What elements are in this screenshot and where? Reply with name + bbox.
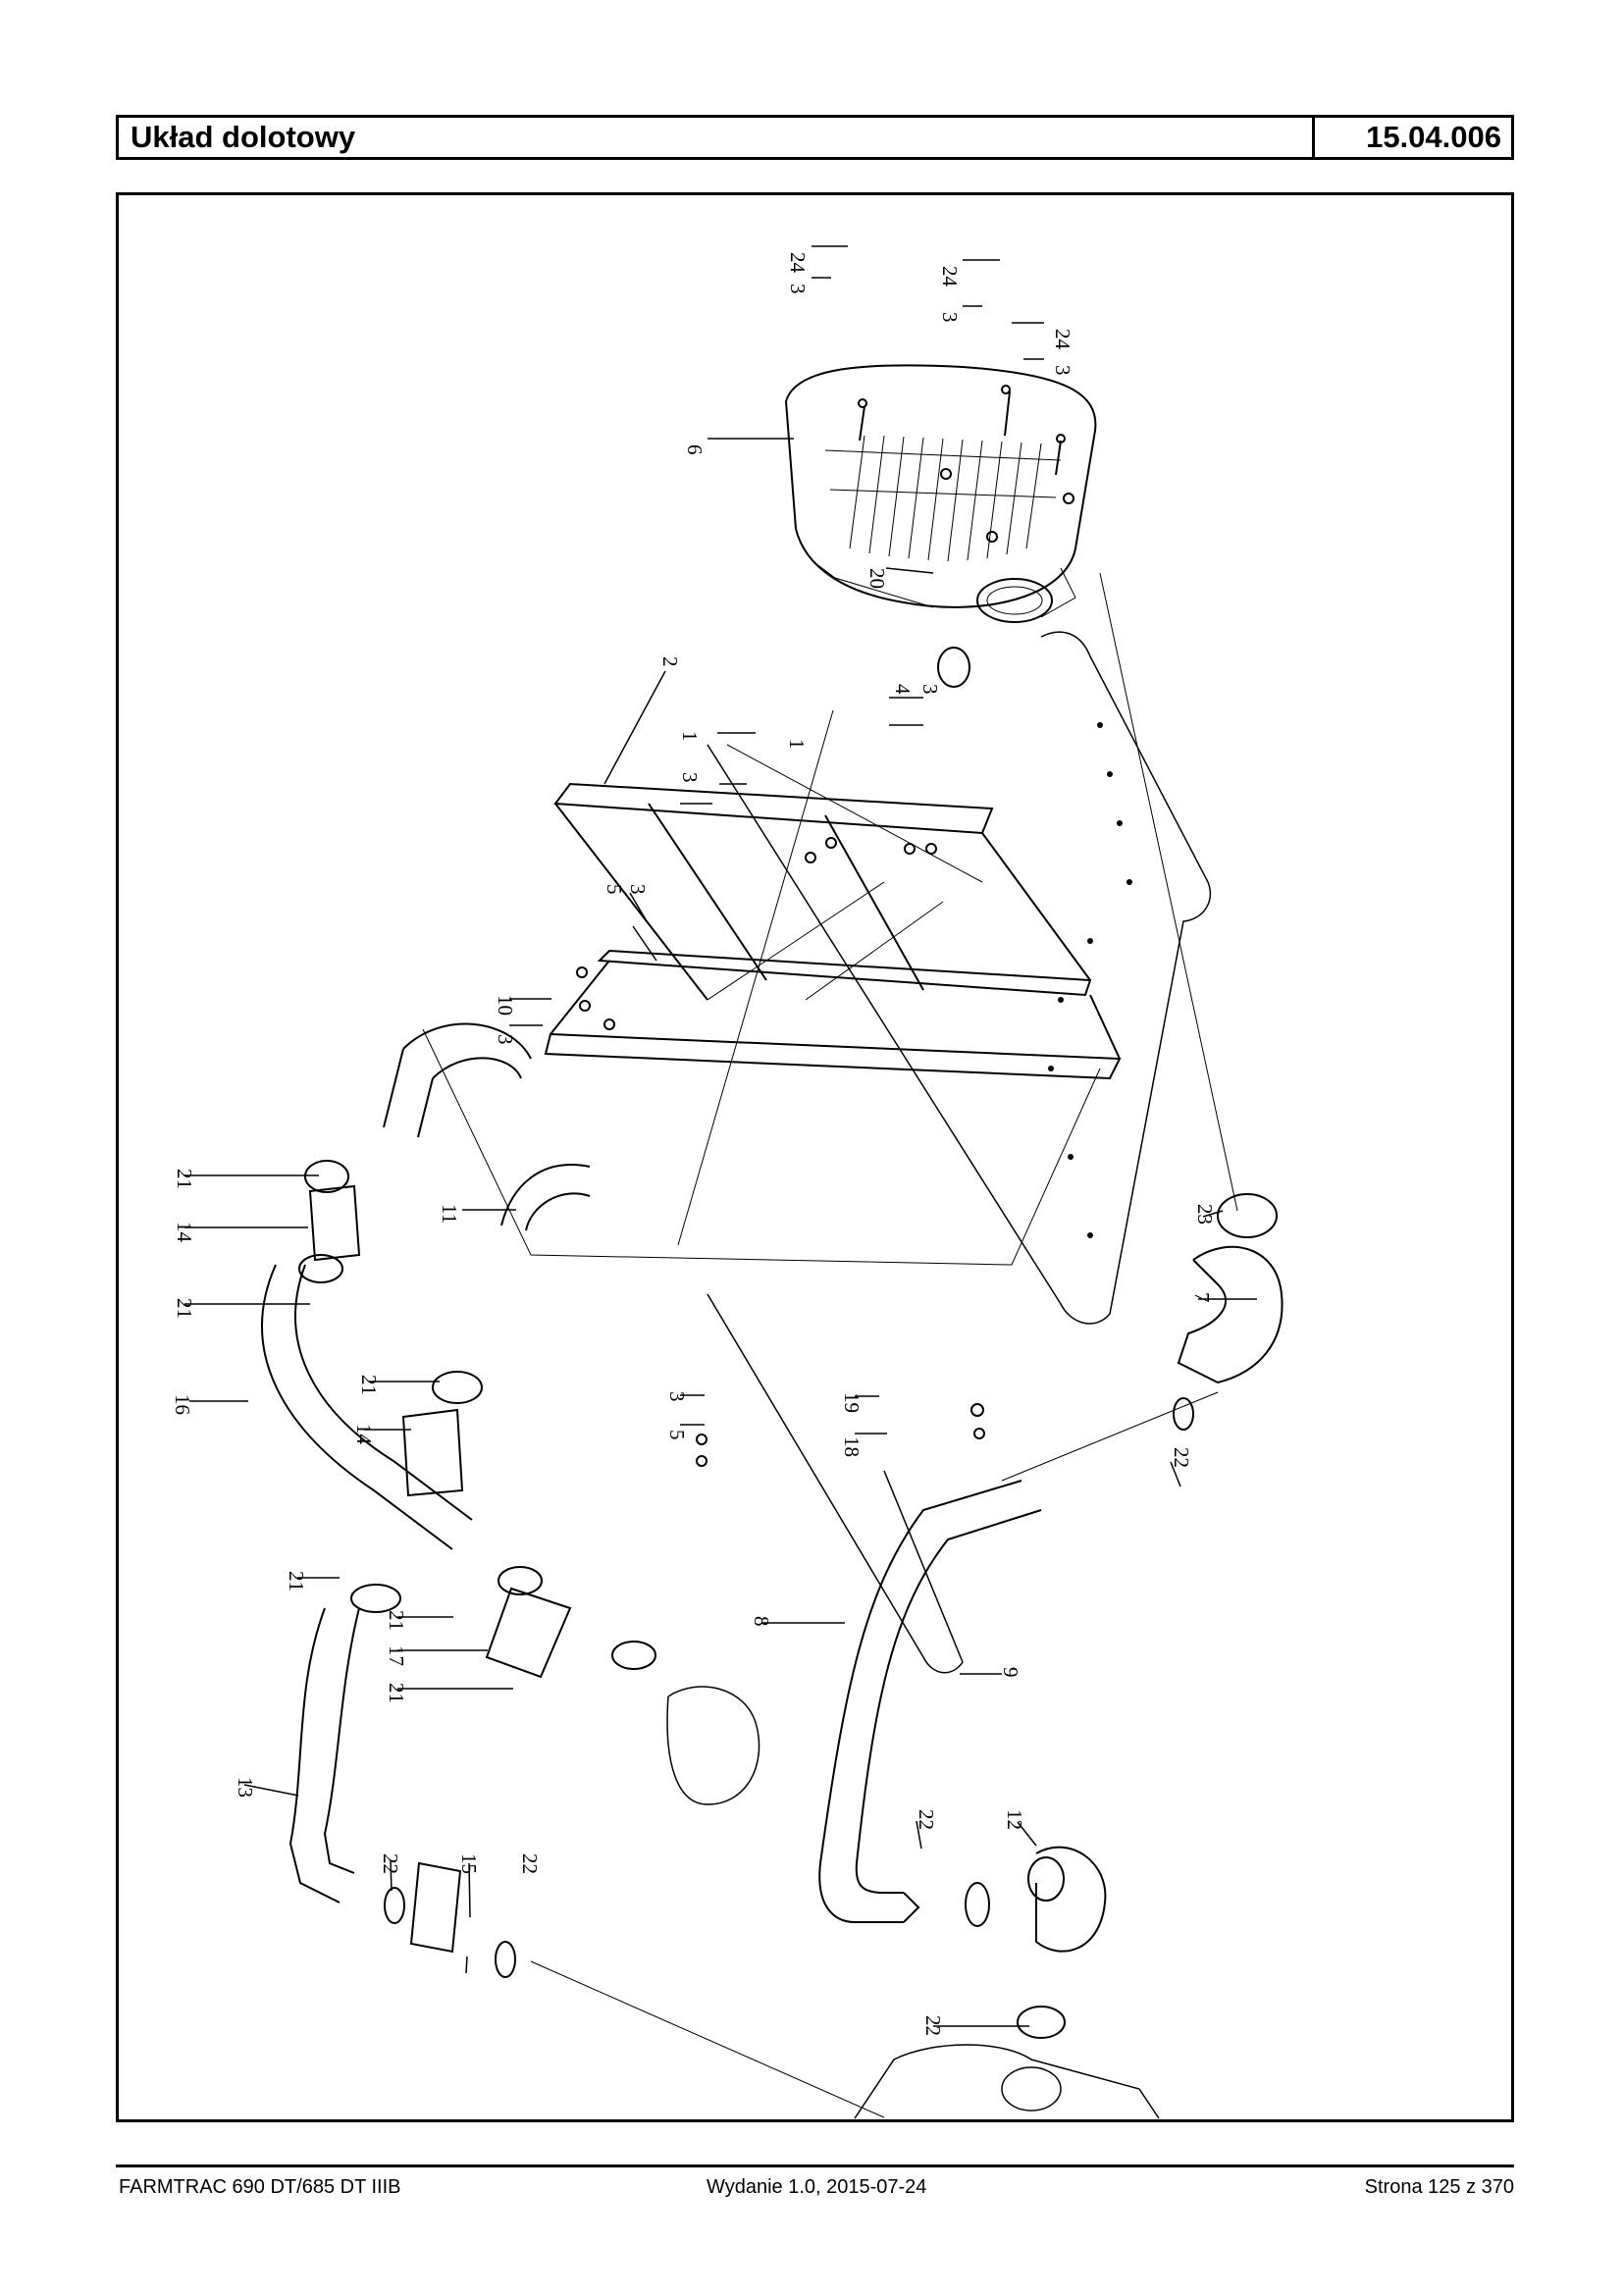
- callout-5a: 5: [602, 884, 626, 895]
- page-title: Układ dolotowy: [131, 120, 356, 154]
- callout-22e: 22: [921, 2015, 945, 2036]
- section-code: 15.04.006: [1312, 118, 1511, 157]
- dust-cap: [937, 647, 970, 688]
- callout-22a: 22: [1170, 1447, 1193, 1468]
- air-filter-housing: [784, 364, 1097, 623]
- callout-10: 10: [494, 995, 517, 1016]
- callout-3d: 3: [918, 684, 942, 695]
- callout-2: 2: [658, 656, 682, 667]
- callout-14a: 14: [173, 1222, 196, 1243]
- callout-21a: 21: [173, 1169, 196, 1189]
- callout-3e: 3: [678, 772, 702, 783]
- callout-6: 6: [683, 444, 707, 455]
- callout-21f: 21: [385, 1683, 408, 1703]
- callout-21e: 21: [385, 1610, 408, 1631]
- footer-edition: Wydanie 1.0, 2015-07-24: [707, 2176, 927, 2198]
- filter-bracket: [544, 782, 1122, 1080]
- footer-rule: [116, 2165, 1514, 2167]
- callout-leaders: [184, 245, 1257, 2027]
- callout-21d: 21: [285, 1571, 308, 1591]
- callout-5b: 5: [665, 1430, 689, 1440]
- callout-3a: 3: [786, 284, 810, 294]
- callout-3b: 3: [938, 312, 962, 323]
- callout-15: 15: [457, 1853, 481, 1874]
- callout-1a: 1: [785, 739, 809, 750]
- callout-19: 19: [840, 1392, 864, 1413]
- exploded-parts-diagram: 24 3 24 3 24 3 6 20 4 3 1 2 1 3 5 3 3 10…: [171, 245, 1283, 2119]
- callout-17: 17: [385, 1645, 408, 1666]
- hose-couplers: [308, 1184, 572, 1954]
- callout-14b: 14: [352, 1424, 376, 1445]
- callout-13: 13: [234, 1777, 257, 1798]
- callout-1b: 1: [678, 731, 702, 742]
- callout-24a: 24: [786, 252, 810, 274]
- callout-12: 12: [1003, 1809, 1026, 1830]
- callout-16: 16: [171, 1394, 194, 1415]
- callout-9: 9: [999, 1667, 1022, 1678]
- callout-3f: 3: [626, 884, 650, 895]
- page-header: Układ dolotowy 15.04.006: [116, 115, 1514, 160]
- callout-22d: 22: [915, 1809, 938, 1830]
- callout-24b: 24: [938, 266, 962, 287]
- footer-page-number: Strona 125 z 370: [1364, 2176, 1514, 2198]
- callout-21b: 21: [173, 1298, 196, 1319]
- callout-labels: 24 3 24 3 24 3 6 20 4 3 1 2 1 3 5 3 3 10…: [171, 252, 1217, 2036]
- callout-7: 7: [1190, 1292, 1214, 1303]
- callout-20: 20: [865, 568, 889, 589]
- callout-24c: 24: [1051, 329, 1074, 350]
- callout-11: 11: [438, 1204, 461, 1224]
- footer-model: FARMTRAC 690 DT/685 DT IIIB: [119, 2176, 401, 2198]
- callout-4: 4: [891, 684, 915, 695]
- callout-18: 18: [840, 1436, 864, 1457]
- callout-3c: 3: [1051, 365, 1074, 376]
- callout-3g: 3: [494, 1034, 517, 1045]
- callout-21c: 21: [357, 1375, 381, 1395]
- callout-23: 23: [1193, 1204, 1217, 1225]
- hose-clamps: [298, 1160, 1278, 2039]
- callout-22c: 22: [518, 1853, 542, 1874]
- diagram-frame: 24 3 24 3 24 3 6 20 4 3 1 2 1 3 5 3 3 10…: [116, 192, 1514, 2122]
- mounting-plate: [707, 631, 1212, 1325]
- callout-22b: 22: [379, 1853, 402, 1874]
- callout-8: 8: [750, 1616, 773, 1627]
- callout-3i: 3: [665, 1391, 689, 1402]
